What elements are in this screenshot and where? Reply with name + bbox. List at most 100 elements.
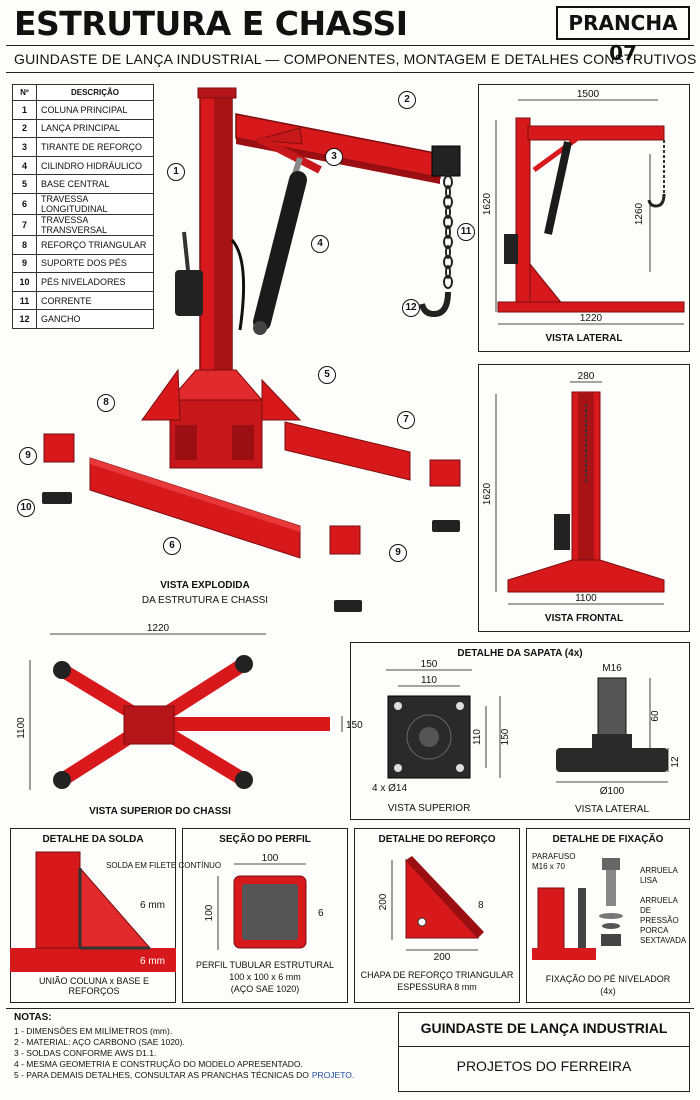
plate-number: PRANCHA 07 [556,6,690,65]
profile-detail-title: SEÇÃO DO PERFIL [219,834,311,845]
fixing-caption-1: FIXAÇÃO DO PÉ NIVELADOR [545,974,671,984]
page-title: ESTRUTURA E CHASSI [14,4,408,43]
transverse-beam-part [284,421,411,481]
fixing-nut-label: PORCA SEXTAVADA [640,926,687,945]
fixing-washer-label: ARRUELA LISA [640,866,678,885]
note-item: 2 - MATERIAL: AÇO CARBONO (SAE 1020). [14,1037,185,1047]
exploded-view-drawing [42,87,461,612]
legend-description: TRAVESSA TRANSVERSAL [36,213,154,236]
part-callout: 2 [398,91,416,109]
top-view-drawing: 1220 1100 150 [16,623,363,790]
profile-drawing: 100 100 6 [204,853,324,950]
exploded-view-title: VISTA EXPLODIDA [160,580,250,591]
foot-dim-inner: 110 [421,675,437,686]
note-item: 5 - PARA DEMAIS DETALHES, CONSULTAR AS P… [14,1070,355,1080]
foot-thread-label: M16 [602,663,622,674]
foot-view-top-label: VISTA SUPERIOR [388,803,471,814]
title-block-name: GUINDASTE DE LANÇA INDUSTRIAL [420,1020,668,1036]
hand-pump-part [175,231,246,331]
gusset-dim-t: 8 [478,900,484,911]
title-block [398,1012,690,1092]
part-callout: 4 [311,235,329,253]
chain-link [443,235,453,249]
part-callout: 1 [167,163,185,181]
profile-caption-3: (AÇO SAE 1020) [230,984,300,994]
gusset-right-part [261,378,302,421]
foot-holes-label: 4 x Ø14 [372,783,407,794]
part-callout: 8 [97,394,115,412]
part-callout: 9 [19,447,37,465]
fixing-detail-panel [526,828,690,1003]
front-view-drawing: 280 1620 1100 [482,371,665,605]
gusset-left-part [141,368,181,421]
weld-callout-1: SOLDA EM FILETE CONTÍNUO [106,861,221,870]
title-block-divider [398,1046,690,1047]
note-item: 1 - DIMENSÕES EM MILÍMETROS (mm). [14,1026,173,1036]
foot-dim-outer: 150 [421,659,438,670]
part-callout: 3 [325,148,343,166]
profile-caption-1: PERFIL TUBULAR ESTRUTURAL [195,960,335,970]
chain-link [443,175,453,189]
part-callout: 12 [402,299,420,317]
chain-link [443,215,453,229]
weld-caption: UNIÃO COLUNA x BASE E REFORÇOS [38,976,150,996]
legend-description: CORRENTE [36,290,154,311]
side-view-panel [478,84,690,352]
top-dim-height: 1100 [16,717,27,739]
fixing-bolt-label: PARAFUSO M16 x 70 [532,852,576,871]
foot-dim-thread-len: 60 [650,710,661,722]
part-callout: 7 [397,411,415,429]
profile-caption-2: 100 x 100 x 6 mm [229,972,301,982]
foot-dim-base-th: 12 [670,756,681,768]
foot-detail-title: DETALHE DA SAPATA (4x) [457,648,583,659]
note-item: 4 - MESMA GEOMETRIA E CONSTRUÇÃO DO MODE… [14,1059,303,1069]
gusset-caption-2: ESPESSURA 8 mm [397,982,477,992]
weld-detail-drawing: SOLDA EM FILETE CONTÍNUO 6 mm 6 mm [10,851,221,972]
note-link[interactable]: PROJETO. [311,1070,355,1080]
foot-dim-side-inner: 110 [472,729,483,745]
chain-link [445,225,451,239]
chain-part [443,175,453,289]
side-dim-hook: 1260 [634,202,645,225]
front-dim-height: 1620 [482,482,493,505]
weld-detail-title: DETALHE DA SOLDA [42,834,144,845]
header-frame [6,4,694,46]
fixing-detail-title: DETALHE DE FIXAÇÃO [552,834,664,845]
exploded-view-subtitle: DA ESTRUTURA E CHASSI [141,595,269,606]
fixing-caption-2: (4x) [600,986,616,996]
notes-rule [6,1008,694,1009]
gusset-dim-h: 200 [378,893,389,910]
foot-detail-drawing: 150 110 110 150 4 x Ø14 VISTA SUPERIOR M… [372,659,681,815]
side-view-title: VISTA LATERAL [545,333,623,344]
chain-link [445,205,451,219]
legend-number: 7 [12,213,37,236]
gusset-drawing: 200 200 8 [378,856,484,963]
legend-description: PÉS NIVELADORES [36,272,154,292]
fixing-drawing [532,858,623,960]
leveling-feet-part [42,492,460,612]
gusset-dim-w: 200 [434,952,451,963]
profile-dim-h: 100 [204,904,215,921]
front-dim-top: 280 [578,371,595,382]
front-view-title: VISTA FRONTAL [544,613,624,624]
front-view-panel [478,364,690,632]
gusset-caption-1: CHAPA DE REFORÇO TRIANGULAR [360,970,514,980]
base-central-part [168,369,264,469]
title-block-author: PROJETOS DO FERREIRA [456,1058,632,1074]
foot-detail-panel [350,642,690,820]
side-dim-height: 1620 [482,192,493,215]
profile-dim-w: 100 [262,853,279,864]
chain-link [445,185,451,199]
hydraulic-cylinder-part [253,157,307,335]
legend-col-description: DESCRIÇÃO [36,84,154,101]
foot-dim-side-outer: 150 [500,728,511,745]
